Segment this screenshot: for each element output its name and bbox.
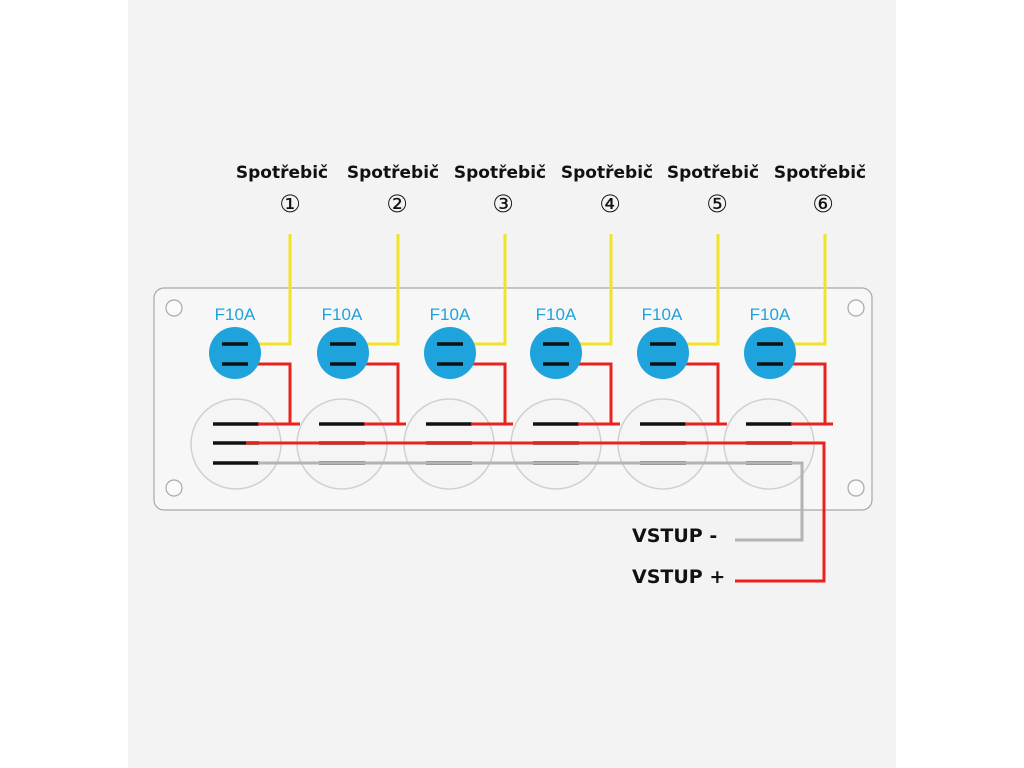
- load-label-4: Spotřebič: [560, 163, 654, 183]
- positive-input-wire: [258, 441, 826, 583]
- load-label-6: Spotřebič: [773, 163, 867, 183]
- mounting-hole-4: [847, 479, 865, 497]
- fuse-5: [637, 327, 689, 379]
- fuse-4: [530, 327, 582, 379]
- load-number-3: ③: [492, 190, 514, 218]
- load-label-1: Spotřebič: [235, 163, 329, 183]
- load-number-1: ①: [279, 190, 301, 218]
- fuse-label-1: F10A: [214, 305, 256, 324]
- mounting-hole-1: [165, 299, 183, 317]
- negative-input-wire: [258, 461, 804, 542]
- fuse-label-2: F10A: [321, 305, 363, 324]
- mounting-hole-3: [165, 479, 183, 497]
- load-number-5: ⑤: [706, 190, 728, 218]
- fuse-label-6: F10A: [749, 305, 791, 324]
- fuse-3: [424, 327, 476, 379]
- load-label-2: Spotřebič: [346, 163, 440, 183]
- load-number-2: ②: [386, 190, 408, 218]
- fuse-6: [744, 327, 796, 379]
- load-label-5: Spotřebič: [666, 163, 760, 183]
- fuse-label-4: F10A: [535, 305, 577, 324]
- load-label-3: Spotřebič: [453, 163, 547, 183]
- fuse-2: [317, 327, 369, 379]
- load-number-6: ⑥: [812, 190, 834, 218]
- load-number-4: ④: [599, 190, 621, 218]
- input-negative-label: VSTUP -: [632, 525, 718, 547]
- input-positive-label: VSTUP +: [632, 566, 726, 588]
- fuse-label-3: F10A: [429, 305, 471, 324]
- fuse-label-5: F10A: [641, 305, 683, 324]
- mounting-hole-2: [847, 299, 865, 317]
- fuse-1: [209, 327, 261, 379]
